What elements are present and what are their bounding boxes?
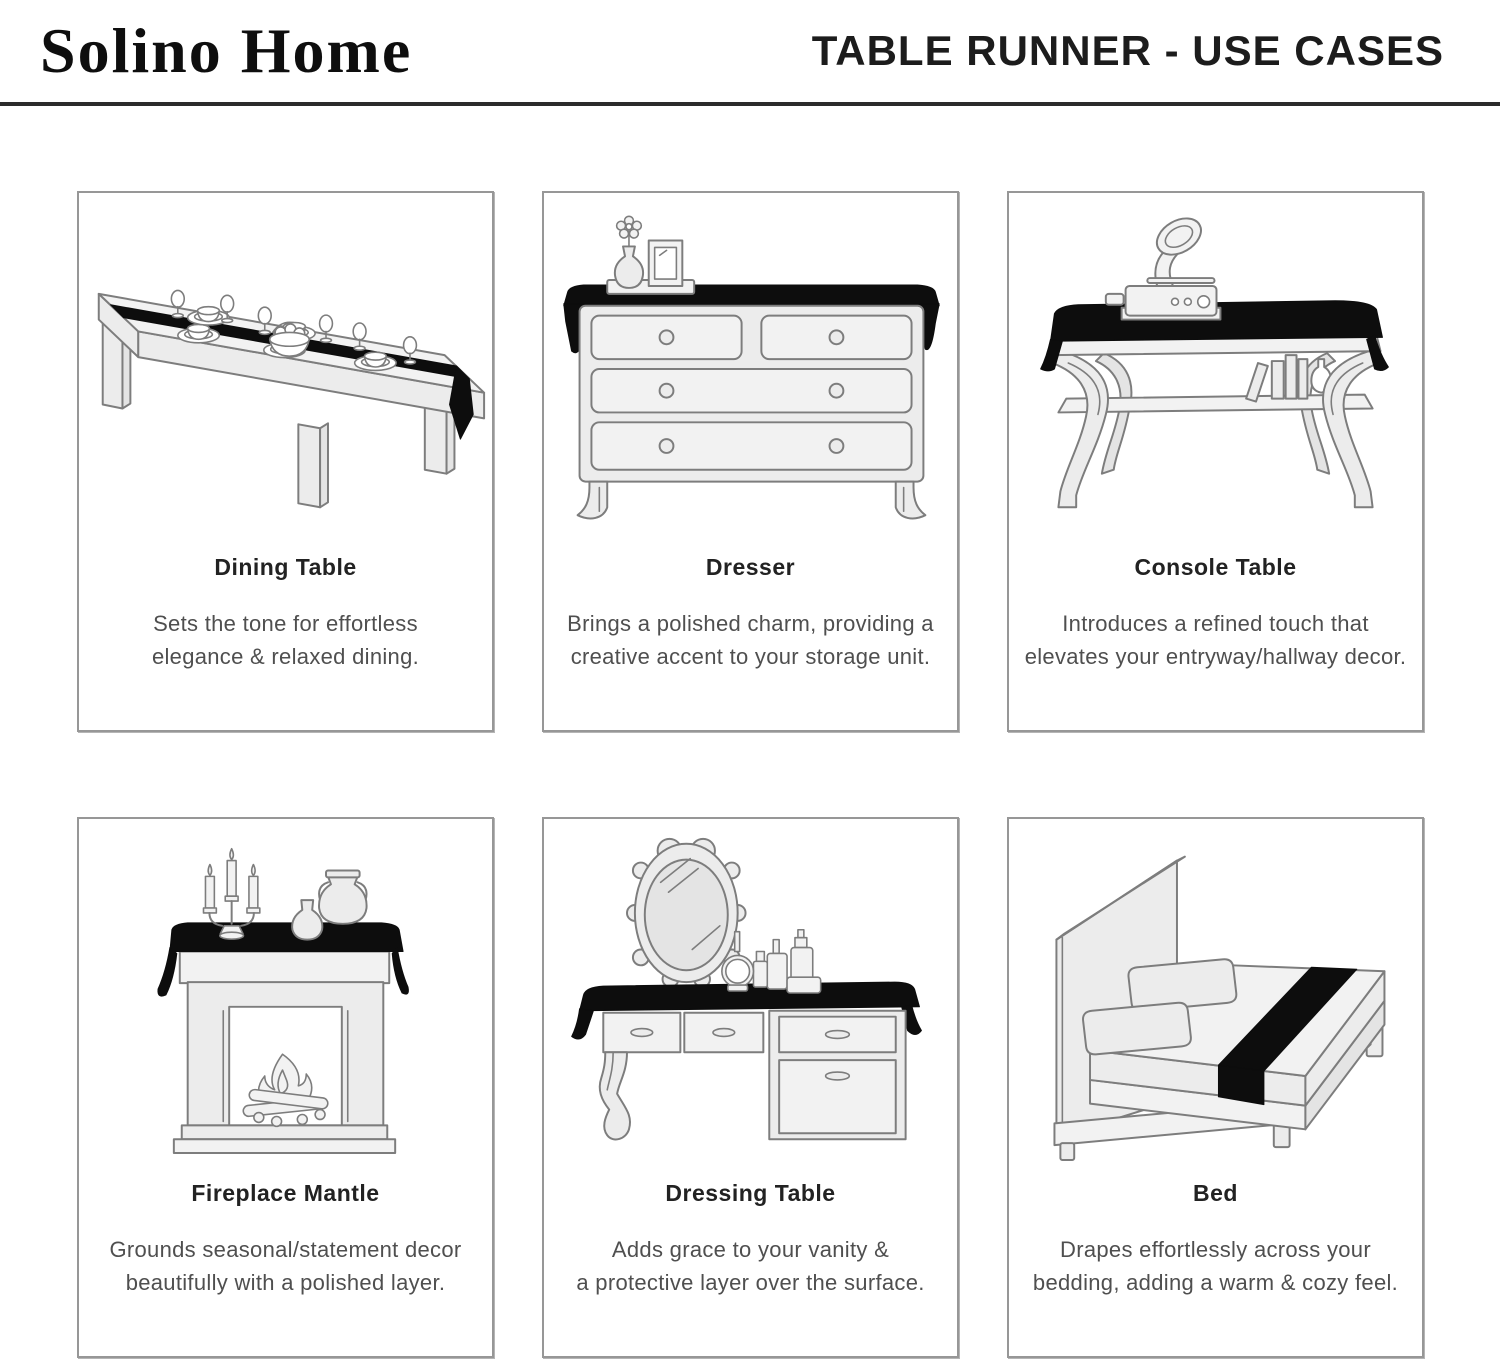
bed-illustration <box>1009 819 1422 1164</box>
card-description: Drapes effortlessly across your bedding,… <box>1032 1237 1399 1295</box>
card-dressing-table: Dressing Table Adds grace to your vanity… <box>542 817 959 1358</box>
dressing-table-icon <box>571 837 922 1141</box>
console-table-illustration <box>1009 193 1422 538</box>
card-description: Sets the tone for effortless elegance & … <box>151 611 420 669</box>
card-title: Fireplace Mantle <box>191 1180 380 1206</box>
card-title: Dresser <box>705 554 796 580</box>
card-fireplace-mantle: Fireplace Mantle Grounds seasonal/statem… <box>77 817 494 1358</box>
dressing-table-illustration <box>544 819 957 1164</box>
dresser-icon <box>563 215 940 520</box>
card-console-table: Console Table Introduces a refined touch… <box>1007 191 1424 732</box>
console-table-icon <box>1040 217 1389 509</box>
fireplace-mantle-illustration <box>79 819 492 1164</box>
card-dining-table: Dining Table Sets the tone for effortles… <box>77 191 494 732</box>
card-dresser: Dresser Brings a polished charm, providi… <box>542 191 959 732</box>
card-description: Adds grace to your vanity & a protective… <box>576 1237 925 1295</box>
card-description: Brings a polished charm, providing a cre… <box>567 611 934 669</box>
bed-icon <box>1053 855 1386 1161</box>
use-case-grid: Dining Table Sets the tone for effortles… <box>0 106 1500 1358</box>
dresser-illustration <box>544 193 957 538</box>
card-title: Dressing Table <box>665 1180 836 1206</box>
card-description: Grounds seasonal/statement decor beautif… <box>109 1237 462 1295</box>
dining-table-illustration <box>79 193 492 538</box>
fireplace-mantle-icon <box>157 847 409 1155</box>
brand-logo: Solino Home <box>40 15 413 86</box>
page-title: TABLE RUNNER - USE CASES <box>811 27 1444 74</box>
card-bed: Bed Drapes effortlessly across your bedd… <box>1007 817 1424 1358</box>
page-header: Solino Home TABLE RUNNER - USE CASES <box>0 0 1500 106</box>
dining-table-icon <box>97 289 486 509</box>
card-title: Console Table <box>1134 554 1297 580</box>
card-title: Bed <box>1193 1180 1238 1206</box>
card-description: Introduces a refined touch that elevates… <box>1024 611 1407 669</box>
card-title: Dining Table <box>214 554 357 580</box>
